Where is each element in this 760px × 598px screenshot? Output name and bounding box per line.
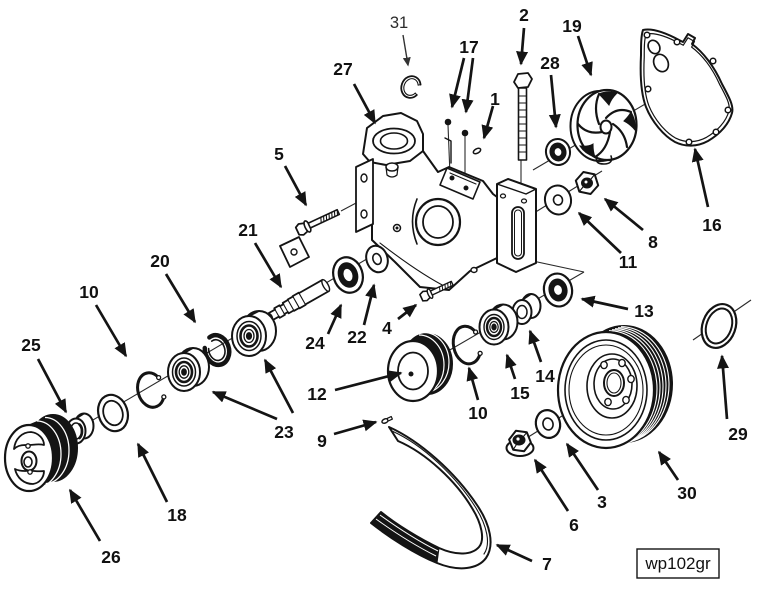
callout-9: 9 bbox=[317, 431, 327, 451]
callout-21: 21 bbox=[238, 220, 258, 240]
callout-11: 11 bbox=[619, 252, 638, 272]
belt-drawing bbox=[370, 426, 492, 570]
callout-10-left: 10 bbox=[79, 282, 99, 302]
capscrew-5-drawing bbox=[294, 208, 341, 236]
callout-25: 25 bbox=[21, 335, 41, 355]
callout-27: 27 bbox=[333, 59, 352, 79]
nut-6-drawing bbox=[505, 429, 535, 457]
capscrew-4-drawing bbox=[419, 280, 454, 302]
seal-28-drawing bbox=[544, 138, 572, 166]
pump-housing-drawing bbox=[279, 112, 537, 291]
washer-22-drawing bbox=[365, 244, 389, 274]
callout-3: 3 bbox=[597, 492, 607, 512]
callout-4: 4 bbox=[382, 318, 392, 338]
bearing-23a-drawing bbox=[167, 347, 210, 392]
callout-16: 16 bbox=[702, 215, 722, 235]
callout-12: 12 bbox=[307, 384, 327, 404]
callout-20: 20 bbox=[150, 251, 170, 271]
callout-8: 8 bbox=[648, 232, 658, 252]
callout-2: 2 bbox=[519, 5, 529, 25]
figure-code-border bbox=[636, 548, 720, 579]
callout-labels: 1 2 3 4 5 6 7 8 9 10 10 11 12 13 14 15 1… bbox=[21, 5, 748, 574]
leader-arrows bbox=[36, 27, 729, 563]
shaft-21-drawing bbox=[266, 278, 331, 322]
washer-3-drawing bbox=[534, 409, 562, 439]
callout-24: 24 bbox=[305, 333, 325, 353]
callout-6: 6 bbox=[569, 515, 579, 535]
impeller-drawing bbox=[569, 88, 638, 165]
washer-11-drawing bbox=[543, 184, 573, 216]
ring-31-drawing bbox=[400, 75, 422, 99]
callout-22: 22 bbox=[347, 327, 367, 347]
pin-1-drawing bbox=[472, 147, 482, 155]
callout-1: 1 bbox=[490, 89, 500, 109]
snap-ring-10-left-drawing bbox=[136, 371, 167, 409]
callout-15: 15 bbox=[510, 383, 530, 403]
callout-29: 29 bbox=[728, 424, 748, 444]
bearing-15-drawing bbox=[478, 303, 519, 346]
callout-17: 17 bbox=[459, 37, 478, 57]
gasket-drawing bbox=[639, 28, 734, 147]
callout-28: 28 bbox=[540, 53, 560, 73]
figure-code-label: wp102gr bbox=[644, 554, 711, 573]
callout-5: 5 bbox=[274, 144, 284, 164]
pulley-12-drawing bbox=[386, 331, 453, 403]
seal-24-drawing bbox=[332, 256, 364, 294]
callout-7: 7 bbox=[542, 554, 552, 574]
seal-13-drawing bbox=[542, 272, 574, 308]
ring-29-drawing bbox=[700, 303, 738, 349]
pulley-26-drawing bbox=[3, 414, 78, 493]
nut-8-drawing bbox=[574, 171, 600, 195]
callout-30: 30 bbox=[677, 483, 697, 503]
callout-14: 14 bbox=[535, 366, 555, 386]
bolt-2-drawing bbox=[513, 72, 533, 161]
figure-code-box: wp102gr bbox=[636, 548, 720, 579]
pin-9-drawing bbox=[381, 415, 393, 424]
callout-19: 19 bbox=[562, 16, 582, 36]
washer-18-drawing bbox=[96, 393, 130, 433]
pin-screws-17-drawing bbox=[444, 118, 469, 137]
snap-ring-10-right-drawing bbox=[451, 324, 483, 366]
callout-23: 23 bbox=[274, 422, 294, 442]
pulley-30-drawing bbox=[556, 325, 673, 450]
bearing-23b-drawing bbox=[231, 310, 277, 357]
callout-18: 18 bbox=[167, 505, 187, 525]
callout-26: 26 bbox=[101, 547, 121, 567]
callout-13: 13 bbox=[634, 301, 654, 321]
callout-31: 31 bbox=[390, 14, 408, 32]
callout-10-right: 10 bbox=[468, 403, 488, 423]
